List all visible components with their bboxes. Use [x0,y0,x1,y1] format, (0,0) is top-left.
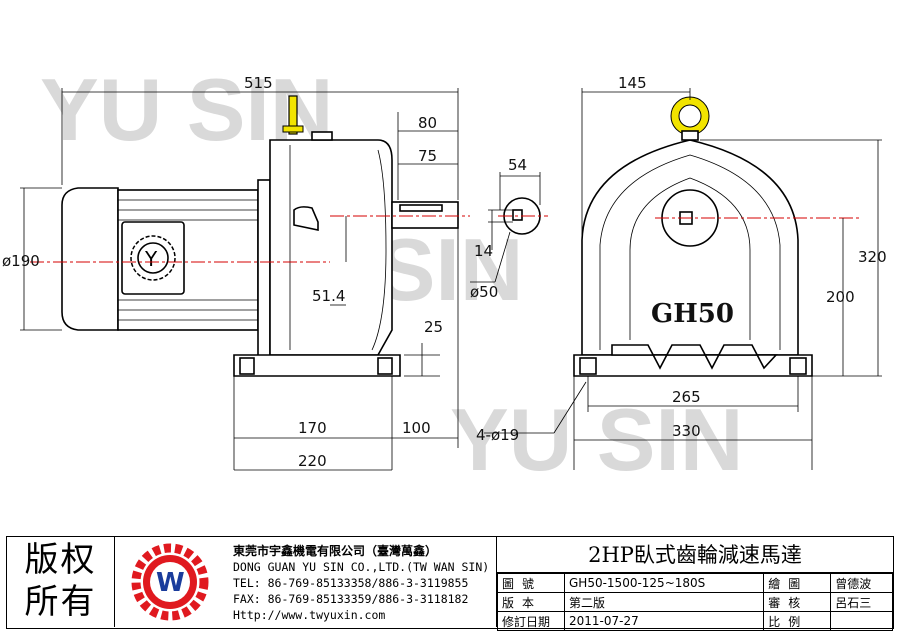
eyebolt-icon [288,95,298,135]
product-title: 2HP臥式齒輪減速馬達 [497,537,893,573]
dim-51-4: 51.4 [312,287,345,305]
dim-100: 100 [402,419,431,437]
scale-label: 比例 [763,611,832,631]
drawn-by: 曾德波 [830,573,893,593]
shaft-section [470,172,548,283]
dim-54: 54 [508,156,527,174]
dim-515: 515 [244,74,273,92]
copyright-line-2: 所有 [24,582,97,622]
dim-170: 170 [298,419,327,437]
dim-330: 330 [672,422,701,440]
gear-logo-icon: W [131,543,209,621]
info-grid: 圖號 GH50-1500-125~180S 繪圖 曾德波 版本 第二版 審核 呂… [497,573,893,631]
review-label: 審核 [763,592,832,612]
revised-label: 修訂日期 [497,611,565,631]
logo-letter: W [156,568,185,598]
dim-25: 25 [424,318,443,336]
reviewer: 呂石三 [830,592,893,612]
side-view: Y [30,95,470,377]
dim-dia-190: ø190 [2,252,40,270]
drawn-label: 繪圖 [763,573,832,593]
company-logo: W [115,537,225,627]
dim-220: 220 [298,452,327,470]
company-fax: FAX: 86-769-85133359/886-3-3118182 [233,592,469,606]
company-info: 東莞市宇鑫機電有限公司（臺灣萬鑫） DONG GUAN YU SIN CO.,L… [225,537,497,627]
dim-80: 80 [418,114,437,132]
dim-14: 14 [474,242,493,260]
watermark-bottom: YU SIN [450,390,743,489]
dim-265: 265 [672,388,701,406]
y-logo-letter: Y [144,247,158,271]
version-label: 版本 [497,592,565,612]
company-tel: TEL: 86-769-85133358/886-3-3119855 [233,576,469,590]
technical-drawing: YU SIN YU SIN YU SIN Y [2,60,887,489]
gear-label-gh50: GH50 [651,299,734,329]
copyright-line-1: 版权 [24,540,97,580]
drawing-no: GH50-1500-125~180S [563,573,765,593]
company-name-en: DONG GUAN YU SIN CO.,LTD.(TW WAN SIN) [233,560,490,574]
dim-200: 200 [826,288,855,306]
side-view-dimensions [20,88,459,471]
y-logo-gear-icon [130,235,176,281]
revised-date: 2011-07-27 [563,611,765,631]
front-view-dimensions [484,88,882,470]
version: 第二版 [563,592,765,612]
drawing-no-label: 圖號 [497,573,565,593]
dim-4-holes-19: 4-ø19 [476,426,519,444]
dim-320: 320 [858,248,887,266]
company-name-cn: 東莞市宇鑫機電有限公司（臺灣萬鑫） [233,544,438,558]
scale [830,611,893,631]
title-block: 版权 所有 W 東莞市宇鑫機電有限公司（臺灣萬鑫） DONG GUAN YU S… [6,536,894,631]
front-view [573,96,860,377]
company-web: Http://www.twyuxin.com [233,608,386,622]
dim-75: 75 [418,147,437,165]
dim-145: 145 [618,74,647,92]
copyright-box: 版权 所有 [7,537,115,627]
dim-dia-50: ø50 [470,283,498,301]
